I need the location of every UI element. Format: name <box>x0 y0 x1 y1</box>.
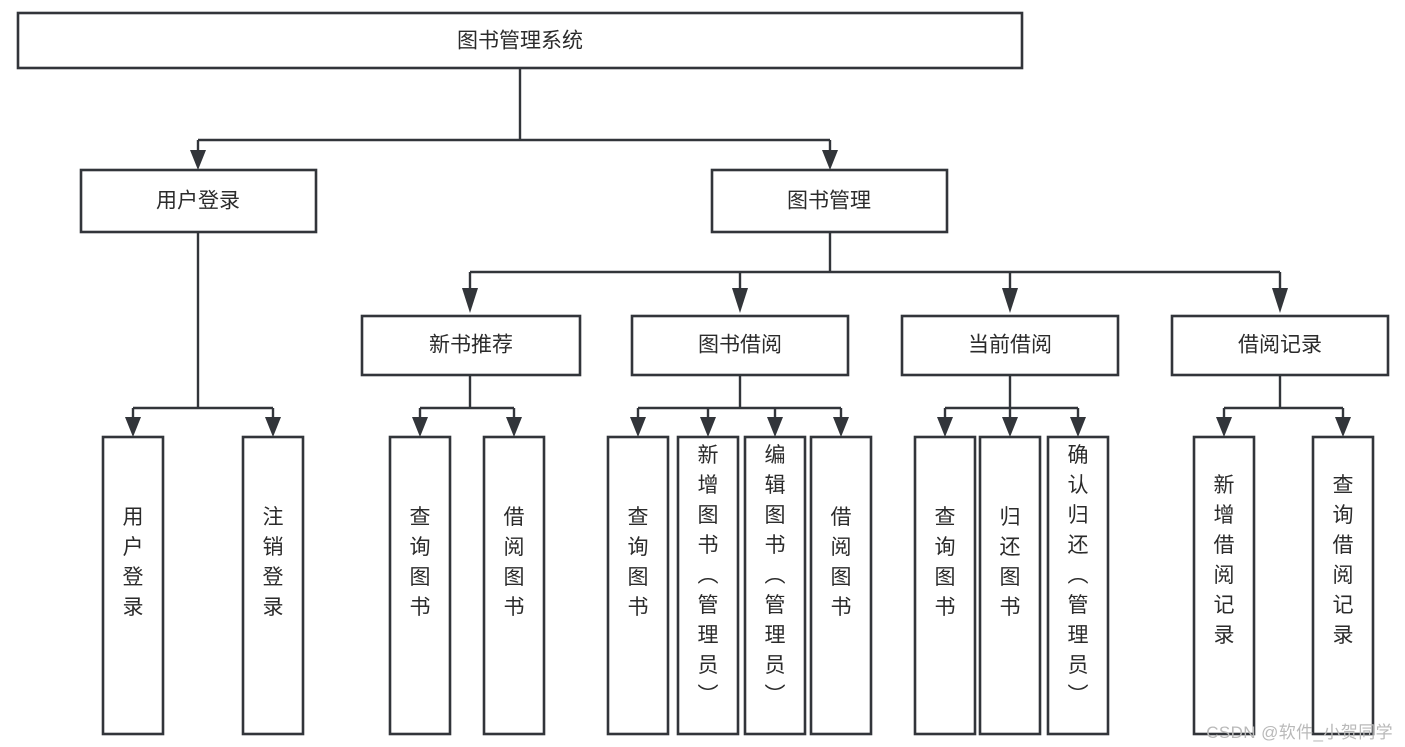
node-label-leaf3: 查询图书 <box>410 506 431 619</box>
arrow-head-leaf1 <box>125 417 141 437</box>
node-label-leaf7: 编辑图书︵管理员︶ <box>765 444 786 707</box>
node-label-current: 当前借阅 <box>968 334 1052 357</box>
node-label-login: 用户登录 <box>156 190 240 213</box>
node-label-leaf13: 查询借阅记录 <box>1333 474 1354 647</box>
node-box-newbook[interactable] <box>360 314 582 377</box>
node-label-bookmgmt: 图书管理 <box>787 190 871 213</box>
arrow-head-leaf12 <box>1216 417 1232 437</box>
node-box-borrow[interactable] <box>630 314 850 377</box>
arrow-head-leaf3 <box>412 417 428 437</box>
arrow-head-current <box>1002 288 1018 313</box>
node-records[interactable]: 借阅记录 <box>1170 314 1390 377</box>
arrow-head-leaf6 <box>700 417 716 437</box>
leaf-node-layer: 用户登录 注销登录 查询图书 借阅图书 查询图书 新增图书︵管理员︶ <box>101 435 1375 736</box>
arrow-head-leaf11 <box>1070 417 1086 437</box>
node-leaf4[interactable]: 借阅图书 <box>482 435 546 736</box>
connector-layer <box>125 68 1351 437</box>
node-box-bookmgmt[interactable] <box>710 168 949 234</box>
node-label-root: 图书管理系统 <box>457 30 583 53</box>
node-box-leaf8[interactable] <box>809 435 873 736</box>
arrow-head-leaf8 <box>833 417 849 437</box>
node-label-leaf1: 用户登录 <box>123 506 144 619</box>
node-label-leaf12: 新增借阅记录 <box>1214 474 1235 647</box>
arrow-head-leaf13 <box>1335 417 1351 437</box>
node-leaf2[interactable]: 注销登录 <box>241 435 305 736</box>
arrow-head-leaf7 <box>767 417 783 437</box>
node-box-leaf4[interactable] <box>482 435 546 736</box>
node-box-leaf5[interactable] <box>606 435 670 736</box>
node-box-leaf13[interactable] <box>1311 435 1375 736</box>
node-leaf10[interactable]: 归还图书 <box>978 435 1042 736</box>
node-leaf7[interactable]: 编辑图书︵管理员︶ <box>743 435 807 736</box>
node-login[interactable]: 用户登录 <box>79 168 318 234</box>
node-label-leaf9: 查询图书 <box>935 506 956 619</box>
node-leaf8[interactable]: 借阅图书 <box>809 435 873 736</box>
watermark: CSDN @软件_小贺同学 <box>1206 723 1393 742</box>
node-label-leaf5: 查询图书 <box>628 506 649 619</box>
node-box-leaf11[interactable] <box>1046 435 1110 736</box>
node-leaf1[interactable]: 用户登录 <box>101 435 165 736</box>
node-box-leaf9[interactable] <box>913 435 977 736</box>
node-label-borrow: 图书借阅 <box>698 334 782 357</box>
arrow-head-borrow <box>732 288 748 313</box>
node-leaf5[interactable]: 查询图书 <box>606 435 670 736</box>
node-label-records: 借阅记录 <box>1238 334 1322 357</box>
node-box-leaf10[interactable] <box>978 435 1042 736</box>
node-leaf6[interactable]: 新增图书︵管理员︶ <box>676 435 740 736</box>
node-box-leaf6[interactable] <box>676 435 740 736</box>
node-current[interactable]: 当前借阅 <box>900 314 1120 377</box>
node-label-leaf4: 借阅图书 <box>504 506 525 619</box>
node-box-leaf3[interactable] <box>388 435 452 736</box>
arrow-head-leaf5 <box>630 417 646 437</box>
node-box-root[interactable] <box>16 11 1024 70</box>
node-label-leaf2: 注销登录 <box>263 506 284 619</box>
node-leaf12[interactable]: 新增借阅记录 <box>1192 435 1256 736</box>
node-box-leaf2[interactable] <box>241 435 305 736</box>
node-box-leaf7[interactable] <box>743 435 807 736</box>
node-leaf11[interactable]: 确认归还︵管理员︶ <box>1046 435 1110 736</box>
node-box-leaf12[interactable] <box>1192 435 1256 736</box>
node-label-leaf6: 新增图书︵管理员︶ <box>698 444 719 707</box>
node-label-leaf11: 确认归还︵管理员︶ <box>1068 444 1089 707</box>
arrow-head-leaf2 <box>265 417 281 437</box>
arrow-head-leaf4 <box>506 417 522 437</box>
arrow-head-leaf9 <box>937 417 953 437</box>
arrow-head-leaf10 <box>1002 417 1018 437</box>
node-box-login[interactable] <box>79 168 318 234</box>
node-label-leaf8: 借阅图书 <box>831 506 852 619</box>
node-leaf3[interactable]: 查询图书 <box>388 435 452 736</box>
node-leaf9[interactable]: 查询图书 <box>913 435 977 736</box>
node-label-leaf10: 归还图书 <box>1000 506 1021 619</box>
arrow-head-records <box>1272 288 1288 313</box>
node-borrow[interactable]: 图书借阅 <box>630 314 850 377</box>
node-root[interactable]: 图书管理系统 <box>16 11 1024 70</box>
arrow-head-bookmgmt <box>822 150 838 170</box>
arrow-head-login <box>190 150 206 170</box>
node-box-leaf1[interactable] <box>101 435 165 736</box>
arrow-head-newbook <box>462 288 478 313</box>
node-bookmgmt[interactable]: 图书管理 <box>710 168 949 234</box>
node-box-records[interactable] <box>1170 314 1390 377</box>
node-newbook[interactable]: 新书推荐 <box>360 314 582 377</box>
node-box-current[interactable] <box>900 314 1120 377</box>
node-label-newbook: 新书推荐 <box>429 334 513 357</box>
node-leaf13[interactable]: 查询借阅记录 <box>1311 435 1375 736</box>
